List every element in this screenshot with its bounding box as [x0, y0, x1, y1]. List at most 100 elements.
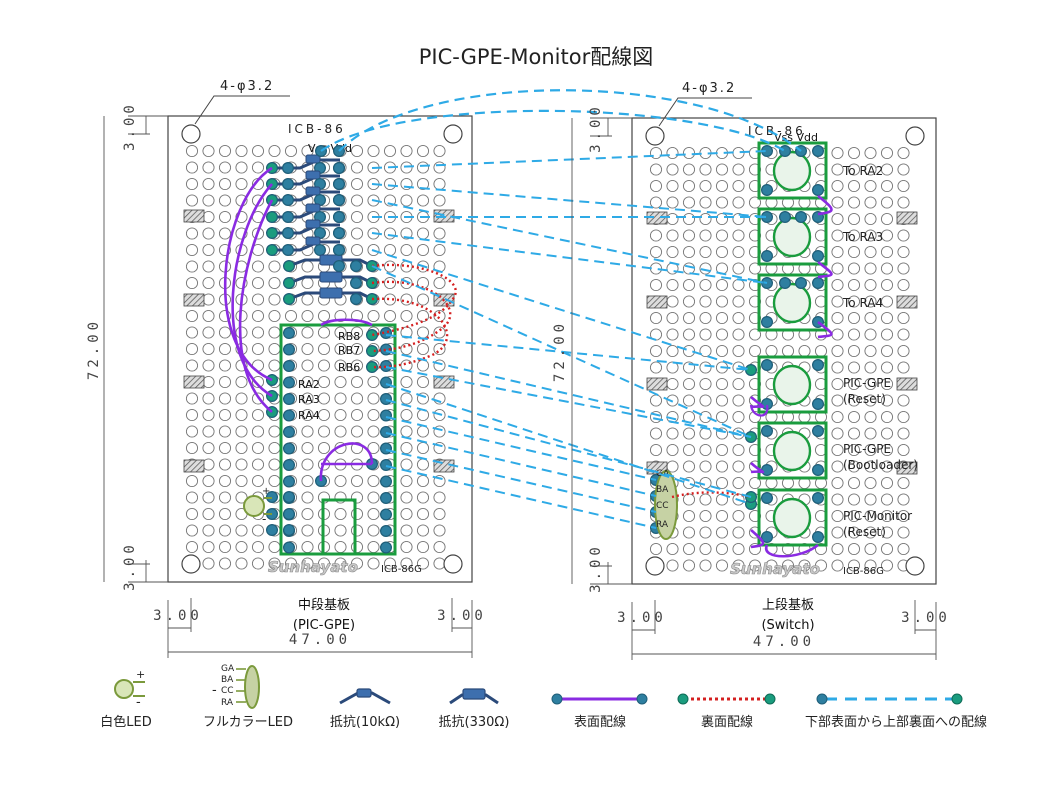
- hole: [880, 410, 894, 424]
- hole: [416, 491, 430, 504]
- hole: [880, 245, 894, 259]
- hole: [268, 342, 281, 356]
- hole: [666, 311, 679, 325]
- hole: [831, 394, 844, 407]
- hole: [715, 394, 729, 407]
- hole: [334, 375, 347, 389]
- dim-bottom-margin: 3.00: [588, 543, 604, 593]
- resistor-330-icon: [449, 688, 499, 705]
- hole: [682, 295, 696, 308]
- hole-callout-label: 4-φ3.2: [682, 81, 736, 96]
- hole: [268, 144, 281, 158]
- hole: [682, 394, 696, 407]
- hole: [400, 375, 413, 389]
- back-wire: [371, 263, 457, 337]
- hole: [897, 427, 910, 440]
- hole: [831, 344, 844, 358]
- hole: [847, 559, 861, 572]
- hole: [880, 427, 894, 440]
- switch-label: (Reset): [843, 525, 886, 539]
- pin-label-rb7: RB7: [338, 344, 360, 357]
- hole: [831, 410, 844, 424]
- hole: [185, 359, 199, 372]
- hole: [383, 276, 397, 290]
- hole: [235, 458, 248, 471]
- led-pin-ga: GA: [656, 469, 670, 479]
- hole: [831, 559, 844, 572]
- hole: [235, 540, 248, 554]
- switch-button: [772, 497, 812, 539]
- hole: [202, 557, 215, 570]
- cross-board-wire: [371, 183, 768, 218]
- hole: [301, 309, 314, 323]
- white-led: + -: [243, 486, 272, 526]
- hole: [400, 194, 413, 207]
- hole: [798, 344, 811, 358]
- hole: [847, 163, 861, 176]
- hole: [831, 443, 844, 457]
- hole: [666, 278, 679, 292]
- hole: [202, 342, 215, 356]
- hole: [649, 196, 663, 209]
- surface-wire: [750, 396, 765, 409]
- hole: [699, 179, 712, 193]
- surface-wire: [231, 183, 273, 398]
- hole: [897, 245, 910, 259]
- cross-board-wire: [385, 334, 752, 371]
- hole: [350, 425, 364, 438]
- hole: [864, 509, 877, 523]
- hole: [864, 460, 877, 473]
- hole: [847, 394, 861, 407]
- hole: [301, 507, 314, 521]
- surface-wire: [817, 320, 833, 339]
- hole: [202, 326, 215, 339]
- hole: [732, 311, 745, 325]
- hole: [251, 408, 265, 422]
- pad: [380, 459, 393, 472]
- switch-outline: [757, 141, 828, 200]
- hole: [251, 161, 265, 174]
- pin-label-rb8: RB8: [338, 330, 360, 343]
- hole: [666, 146, 679, 160]
- hole: [301, 491, 314, 504]
- hole: [831, 278, 844, 292]
- diagram-title: PIC-GPE-Monitor配線図: [419, 45, 653, 69]
- hole: [831, 295, 844, 308]
- hole: [235, 557, 248, 570]
- hole: [268, 359, 281, 372]
- hole: [202, 210, 215, 224]
- hole: [897, 229, 910, 242]
- hole: [732, 344, 745, 358]
- hole: [880, 295, 894, 308]
- hole: [847, 344, 861, 358]
- hole: [748, 328, 762, 341]
- pad: [760, 359, 773, 372]
- hole: [847, 179, 861, 193]
- hole: [202, 441, 215, 455]
- switch-outline: [757, 355, 828, 414]
- hole: [732, 163, 745, 176]
- pad: [811, 250, 824, 263]
- hole: [715, 410, 729, 424]
- upper-board: ICB-86 Vss Vdd Sunhayato ICB-86G 4-φ3.2 …: [631, 81, 937, 585]
- ic-outline: [279, 323, 397, 556]
- hole: [649, 179, 663, 193]
- pad: [283, 541, 296, 554]
- hole: [864, 212, 877, 226]
- pad: [282, 194, 295, 207]
- hole: [218, 557, 232, 570]
- hole: [897, 344, 910, 358]
- hole: [400, 342, 413, 356]
- hole: [400, 293, 413, 306]
- hole: [218, 491, 232, 504]
- pad: [283, 508, 296, 521]
- hole: [699, 245, 712, 259]
- hole: [235, 375, 248, 389]
- hole: [732, 410, 745, 424]
- mount-hole: [181, 554, 201, 574]
- pad: [283, 491, 296, 504]
- cross-board-wire: [338, 89, 802, 152]
- hole: [202, 276, 215, 290]
- hole: [666, 344, 679, 358]
- hole: [350, 392, 364, 405]
